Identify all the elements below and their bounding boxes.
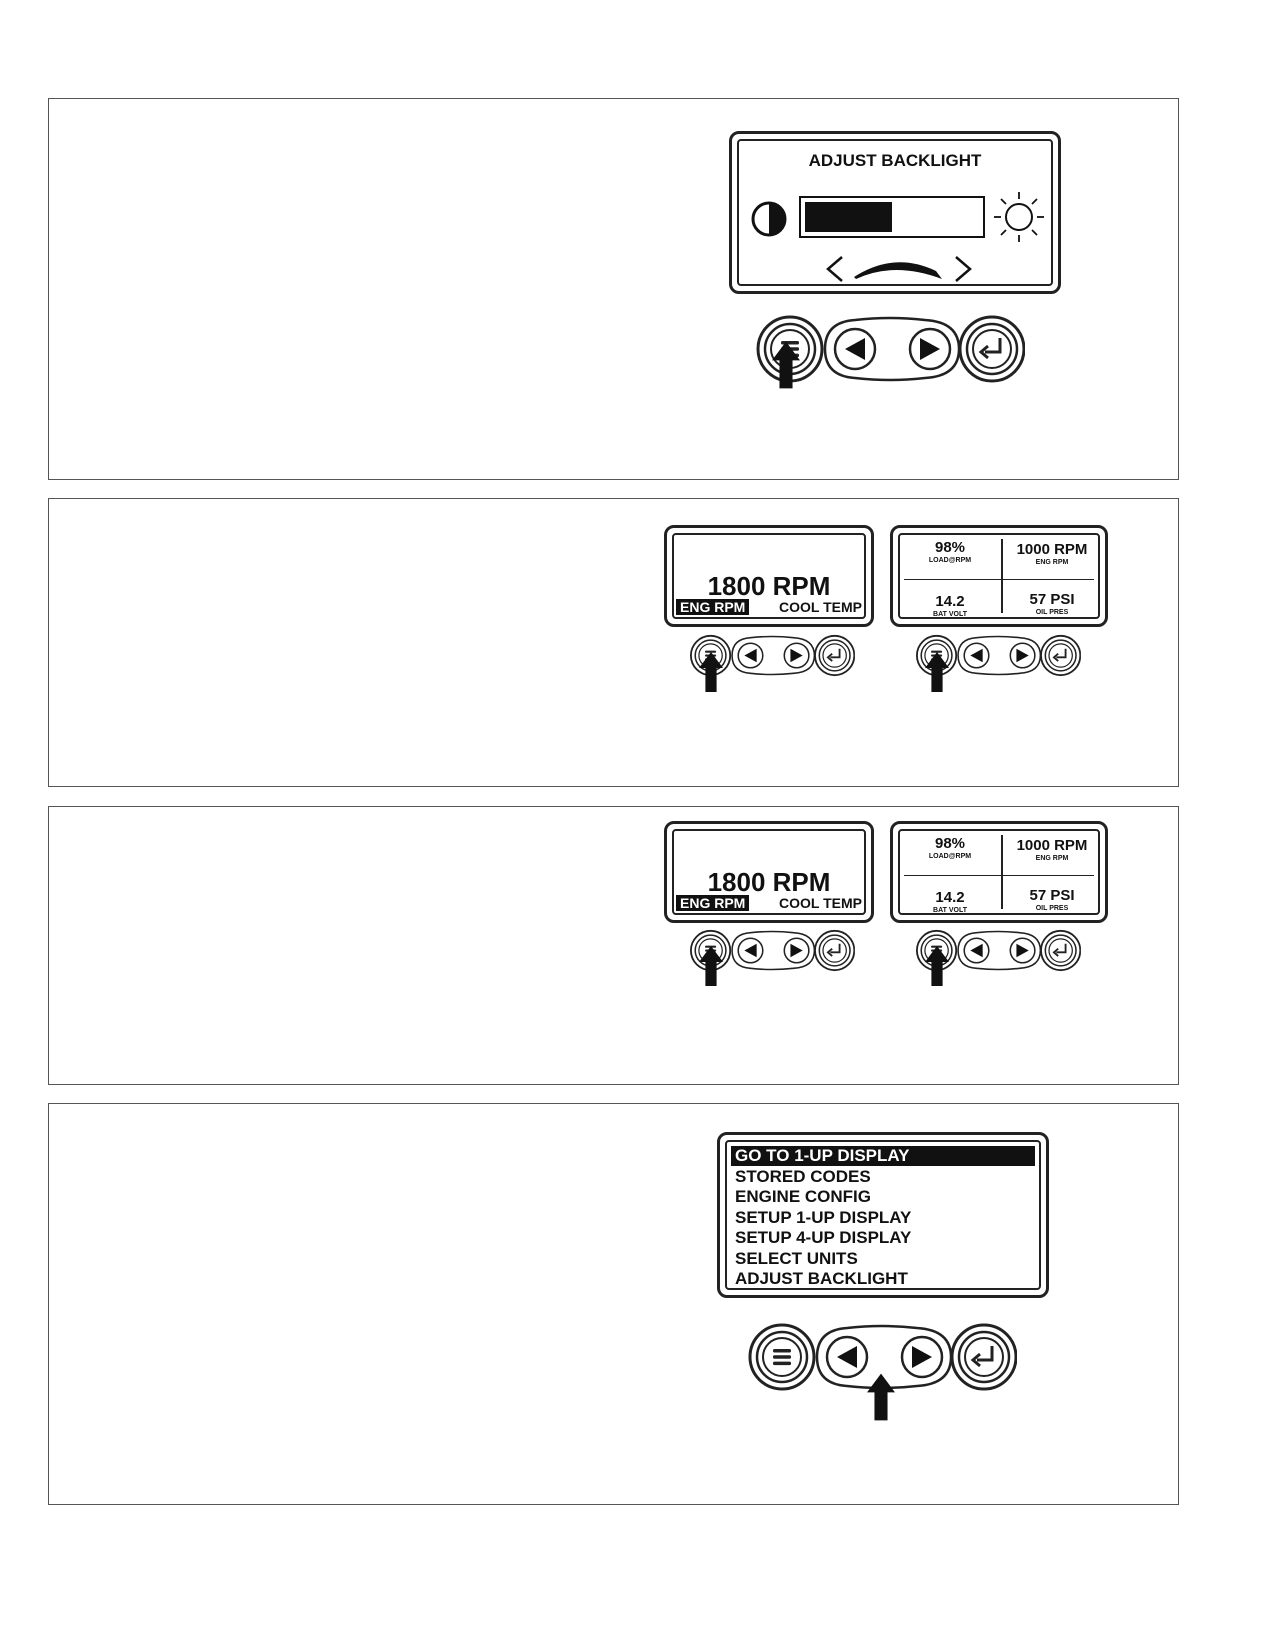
oneup-right-tab: COOL TEMP <box>779 895 862 911</box>
oneup-left-tab: ENG RPM <box>676 599 750 615</box>
fourup-cell-label: ENG RPM <box>1035 559 1069 566</box>
fourup-cell-label: OIL PRES <box>1035 905 1069 912</box>
fourup-display: 98% LOAD@RPM 1000 RPM ENG RPM 14.2 BAT V… <box>890 525 1108 627</box>
fourup-cell-value: 1000 RPM <box>1016 541 1088 558</box>
menu-item[interactable]: ENGINE CONFIG <box>735 1187 872 1206</box>
pointer-arrow-icon <box>699 651 723 693</box>
half-moon-icon <box>751 201 787 237</box>
fourup-cell-label: OIL PRES <box>1035 609 1069 616</box>
pointer-arrow-icon <box>699 945 723 987</box>
pointer-arrow-icon <box>772 337 800 393</box>
menu-item[interactable]: GO TO 1-UP DISPLAY <box>731 1146 1035 1166</box>
oneup-value: 1800 RPM <box>707 867 831 897</box>
backlight-level-fill <box>805 202 892 232</box>
fourup-cell-value: 57 PSI <box>1029 887 1075 904</box>
fourup-cell-value: 1000 RPM <box>1016 837 1088 854</box>
menu-item[interactable]: STORED CODES <box>735 1166 871 1186</box>
fourup-cell-label: LOAD@RPM <box>928 853 972 860</box>
fourup-cell-label: BAT VOLT <box>933 611 967 618</box>
backlight-display: ADJUST BACKLIGHT <box>729 131 1061 294</box>
menu-item[interactable]: SETUP 1-UP DISPLAY <box>735 1207 912 1227</box>
panel-display-toggle-1: 1800 RPM ENG RPM COOL TEMP 98% LOAD@RPM … <box>48 498 1179 787</box>
oneup-value: 1800 RPM <box>707 571 831 601</box>
backlight-title: ADJUST BACKLIGHT <box>808 151 982 170</box>
fourup-cell-value: 98% <box>934 835 966 852</box>
menu-item[interactable]: SELECT UNITS <box>735 1248 858 1268</box>
fourup-display: 98% LOAD@RPM 1000 RPM ENG RPM 14.2 BAT V… <box>890 821 1108 923</box>
menu-item[interactable]: ADJUST BACKLIGHT <box>735 1269 908 1288</box>
pointer-arrow-icon <box>867 1368 895 1426</box>
backlight-level-bar[interactable] <box>799 196 985 238</box>
fourup-cell-label: ENG RPM <box>1035 855 1069 862</box>
oneup-display: 1800 RPM ENG RPM COOL TEMP <box>664 821 874 923</box>
fourup-cell-value: 14.2 <box>935 889 965 906</box>
sun-icon <box>994 192 1044 242</box>
oneup-left-tab: ENG RPM <box>676 895 750 911</box>
menu-item[interactable]: SETUP 4-UP DISPLAY <box>735 1228 912 1247</box>
fourup-cell-value: 98% <box>934 539 966 556</box>
fourup-cell-label: BAT VOLT <box>933 907 967 914</box>
fourup-cell-label: LOAD@RPM <box>928 557 972 564</box>
adjust-arc-icon <box>826 256 972 282</box>
panel-display-toggle-2: 1800 RPM ENG RPM COOL TEMP 98% LOAD@RPM … <box>48 806 1179 1085</box>
fourup-cell-value: 14.2 <box>935 593 965 610</box>
oneup-display: 1800 RPM ENG RPM COOL TEMP <box>664 525 874 627</box>
fourup-cell-value: 57 PSI <box>1029 591 1075 608</box>
panel-adjust-backlight: ADJUST BACKLIGHT <box>48 98 1179 480</box>
oneup-right-tab: COOL TEMP <box>779 599 862 615</box>
pointer-arrow-icon <box>925 945 949 987</box>
pointer-arrow-icon <box>925 651 949 693</box>
